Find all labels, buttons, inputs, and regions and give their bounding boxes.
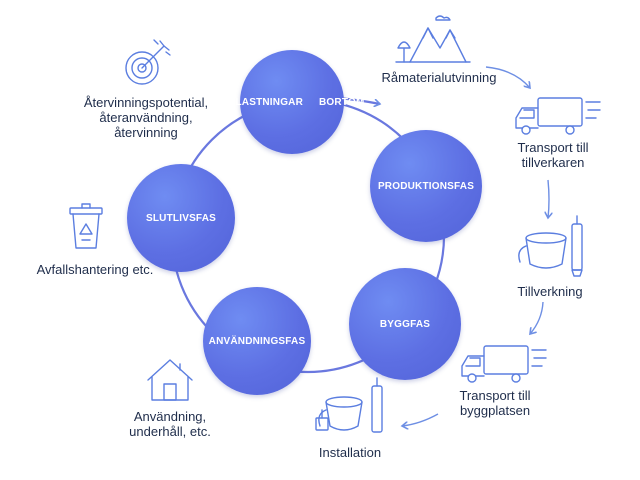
waste-text: Avfallshantering etc. [36,262,154,277]
manufacturing-text: Tillverkning [517,284,583,299]
installation-text: Installation [318,445,382,460]
paint-bucket-icon [315,377,383,433]
phase-benefits-line-1: FÖRDELAR OCH [148,91,206,113]
phase-use: ANVÄNDNINGSFAS [203,287,311,395]
phase-construction-label: BYGGFAS [379,318,431,330]
phase-production: PRODUKTIONSFAS [370,130,482,242]
phase-use-label: ANVÄNDNINGSFAS [208,335,306,347]
use-maintenance-label: Användning, underhåll, etc. [115,409,225,439]
waste-label: Avfallshantering etc. [20,262,170,277]
use-maintenance-line-1: Användning, [133,409,207,424]
manufacturing-label: Tillverkning [500,284,600,299]
phase-end-of-life: SLUTLIVSFAS [127,164,235,272]
arrow-manufacturing-to-transport [530,301,544,334]
recycle-bin-icon [69,203,103,249]
arrow-raw-to-transport [485,66,530,88]
transport-factory-line-1: Transport till [517,140,589,155]
installation-label: Installation [298,445,402,460]
phase-end-of-life-label: SLUTLIVSFAS [146,212,216,224]
paint-bucket-icon [518,215,583,277]
target-icon [125,39,171,85]
phase-production-label: PRODUKTIONSFAS [377,180,475,192]
use-maintenance-line-2: underhåll, etc. [129,424,211,439]
arrow-transport-to-installation [402,413,439,426]
house-icon [147,359,193,401]
transport-factory-label: Transport till tillverkaren [498,140,608,170]
truck-icon [461,345,547,383]
recovery-line-1: Återvinningspotential, [83,95,209,110]
transport-site-label: Transport till byggplatsen [440,388,550,418]
phase-benefits-line-2: BELASTNINGAR [221,96,304,108]
raw-material-label: Råmaterialutvinning [364,70,514,85]
recovery-line-2: återanvändning, [99,110,193,125]
raw-material-text: Råmaterialutvinning [381,70,497,85]
truck-icon [515,97,601,135]
recovery-line-3: återvinning [114,125,178,140]
arrow-transport-to-manufacturing [548,179,549,218]
phase-construction: BYGGFAS [349,268,461,380]
transport-site-line-2: byggplatsen [459,403,531,418]
mountains-icon [395,15,471,63]
recovery-label: Återvinningspotential, återanvändning, å… [66,95,226,140]
phase-benefits-beyond-system: FÖRDELAR OCH BELASTNINGAR BORTOM SYSTEMET [148,50,436,154]
transport-site-line-1: Transport till [459,388,531,403]
phase-benefits-line-4: SYSTEMET [380,96,436,108]
phase-benefits-line-3: BORTOM [319,96,365,108]
transport-factory-line-2: tillverkaren [521,155,585,170]
